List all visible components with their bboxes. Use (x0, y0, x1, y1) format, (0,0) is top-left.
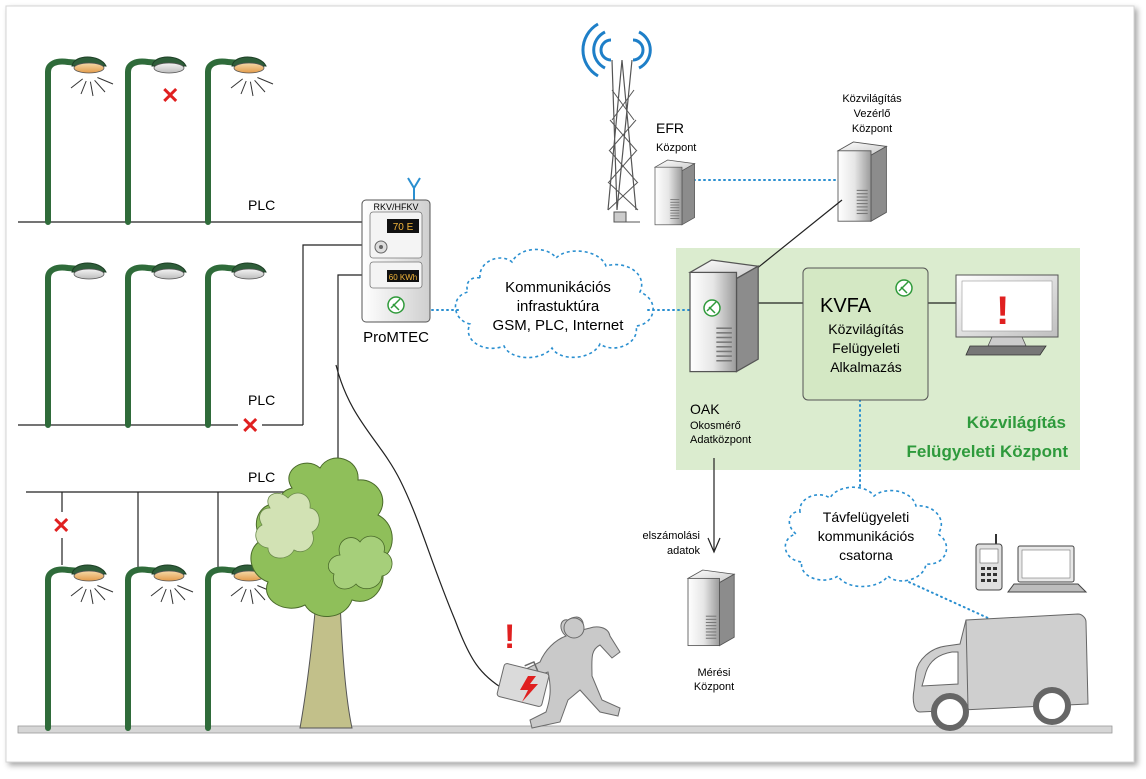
cloud-infra-line-1: Kommunikációs (505, 279, 611, 296)
laptop-icon (1007, 545, 1088, 593)
street-lamp-icon (205, 262, 267, 428)
efr-label-2: Központ (656, 142, 696, 154)
vezerlo-label-2: Vezérlő (854, 108, 891, 120)
alert-icon: ! (504, 618, 515, 656)
meresi-label-1: Mérési (697, 667, 730, 679)
street-lamp-icon (45, 56, 114, 225)
monitor-alert-icon: ! (955, 274, 1059, 356)
cloud-infrastructure (454, 248, 654, 359)
meter-display-1: 70 E (393, 222, 414, 233)
fault-x-icon: ✕ (241, 413, 259, 438)
plc-label-3: PLC (248, 469, 275, 485)
street-lamp-icon (125, 262, 187, 428)
svg-text:!: ! (996, 289, 1009, 333)
oak-label-1: OAK (690, 401, 720, 417)
center-title-2: Felügyeleti Központ (907, 442, 1069, 461)
broadcast-tower-icon (581, 22, 652, 223)
street-lamps (45, 56, 274, 731)
thief-icon: ! (496, 616, 621, 729)
vezerlo-label-1: Közvilágítás (842, 93, 902, 105)
center-title-1: Közvilágítás (967, 413, 1066, 432)
billing-label-1: elszámolási (643, 530, 700, 542)
vezerlo-label-3: Központ (852, 123, 892, 135)
kvfa-line-2: Közvilágítás (828, 321, 903, 337)
fault-x-icon: ✕ (161, 83, 179, 108)
truck-icon (912, 613, 1089, 731)
meresi-label-2: Központ (694, 681, 734, 693)
meter-label: ProMTEC (363, 329, 429, 346)
billing-label-2: adatok (667, 545, 701, 557)
mobile-phone-icon (975, 534, 1003, 591)
plc-label-2: PLC (248, 392, 275, 408)
oak-label-2: Okosmérő (690, 420, 741, 432)
street-lamp-icon (125, 56, 187, 225)
cloud-remote-line-1: Távfelügyeleti (823, 509, 909, 525)
street-lamp-icon (125, 564, 194, 731)
logo-icon (895, 279, 913, 297)
cloud-infra-line-2: infrastuktúra (517, 298, 600, 315)
plc-wiring (18, 221, 506, 691)
oak-label-3: Adatközpont (690, 434, 751, 446)
kvfa-line-3: Felügyeleti (832, 340, 900, 356)
cloud-remote-channel (784, 486, 948, 588)
vezerlo-server-icon (837, 141, 887, 222)
efr-server-icon (654, 159, 696, 226)
street-lamp-icon (45, 564, 114, 731)
arrow-down-icon (707, 537, 721, 554)
kvfa-title: KVFA (820, 295, 872, 317)
plc-label-1: PLC (248, 197, 275, 213)
logo-mark (706, 301, 717, 314)
meresi-server-icon (687, 569, 735, 647)
smart-meter-icon (361, 177, 431, 323)
cloud-infra-line-3: GSM, PLC, Internet (493, 317, 625, 334)
street-lamp-icon (205, 56, 274, 225)
fault-marks: ✕ ✕ ✕ (52, 83, 259, 538)
meter-header: RKV/HFKV (373, 202, 418, 212)
ground-line (17, 725, 1113, 734)
kvfa-box (802, 267, 929, 401)
street-lamp-icon (45, 262, 107, 428)
logo-icon (703, 299, 721, 317)
cloud-remote-line-3: csatorna (839, 547, 893, 563)
efr-label-1: EFR (656, 120, 684, 136)
kvfa-line-4: Alkalmazás (830, 359, 902, 375)
cloud-remote-line-2: kommunikációs (818, 528, 914, 544)
oak-server-icon (689, 259, 759, 373)
tree-icon (250, 457, 393, 729)
fault-x-icon: ✕ (52, 513, 70, 538)
logo-mark (898, 281, 909, 294)
meter-display-2: 60 KWh (389, 273, 417, 282)
